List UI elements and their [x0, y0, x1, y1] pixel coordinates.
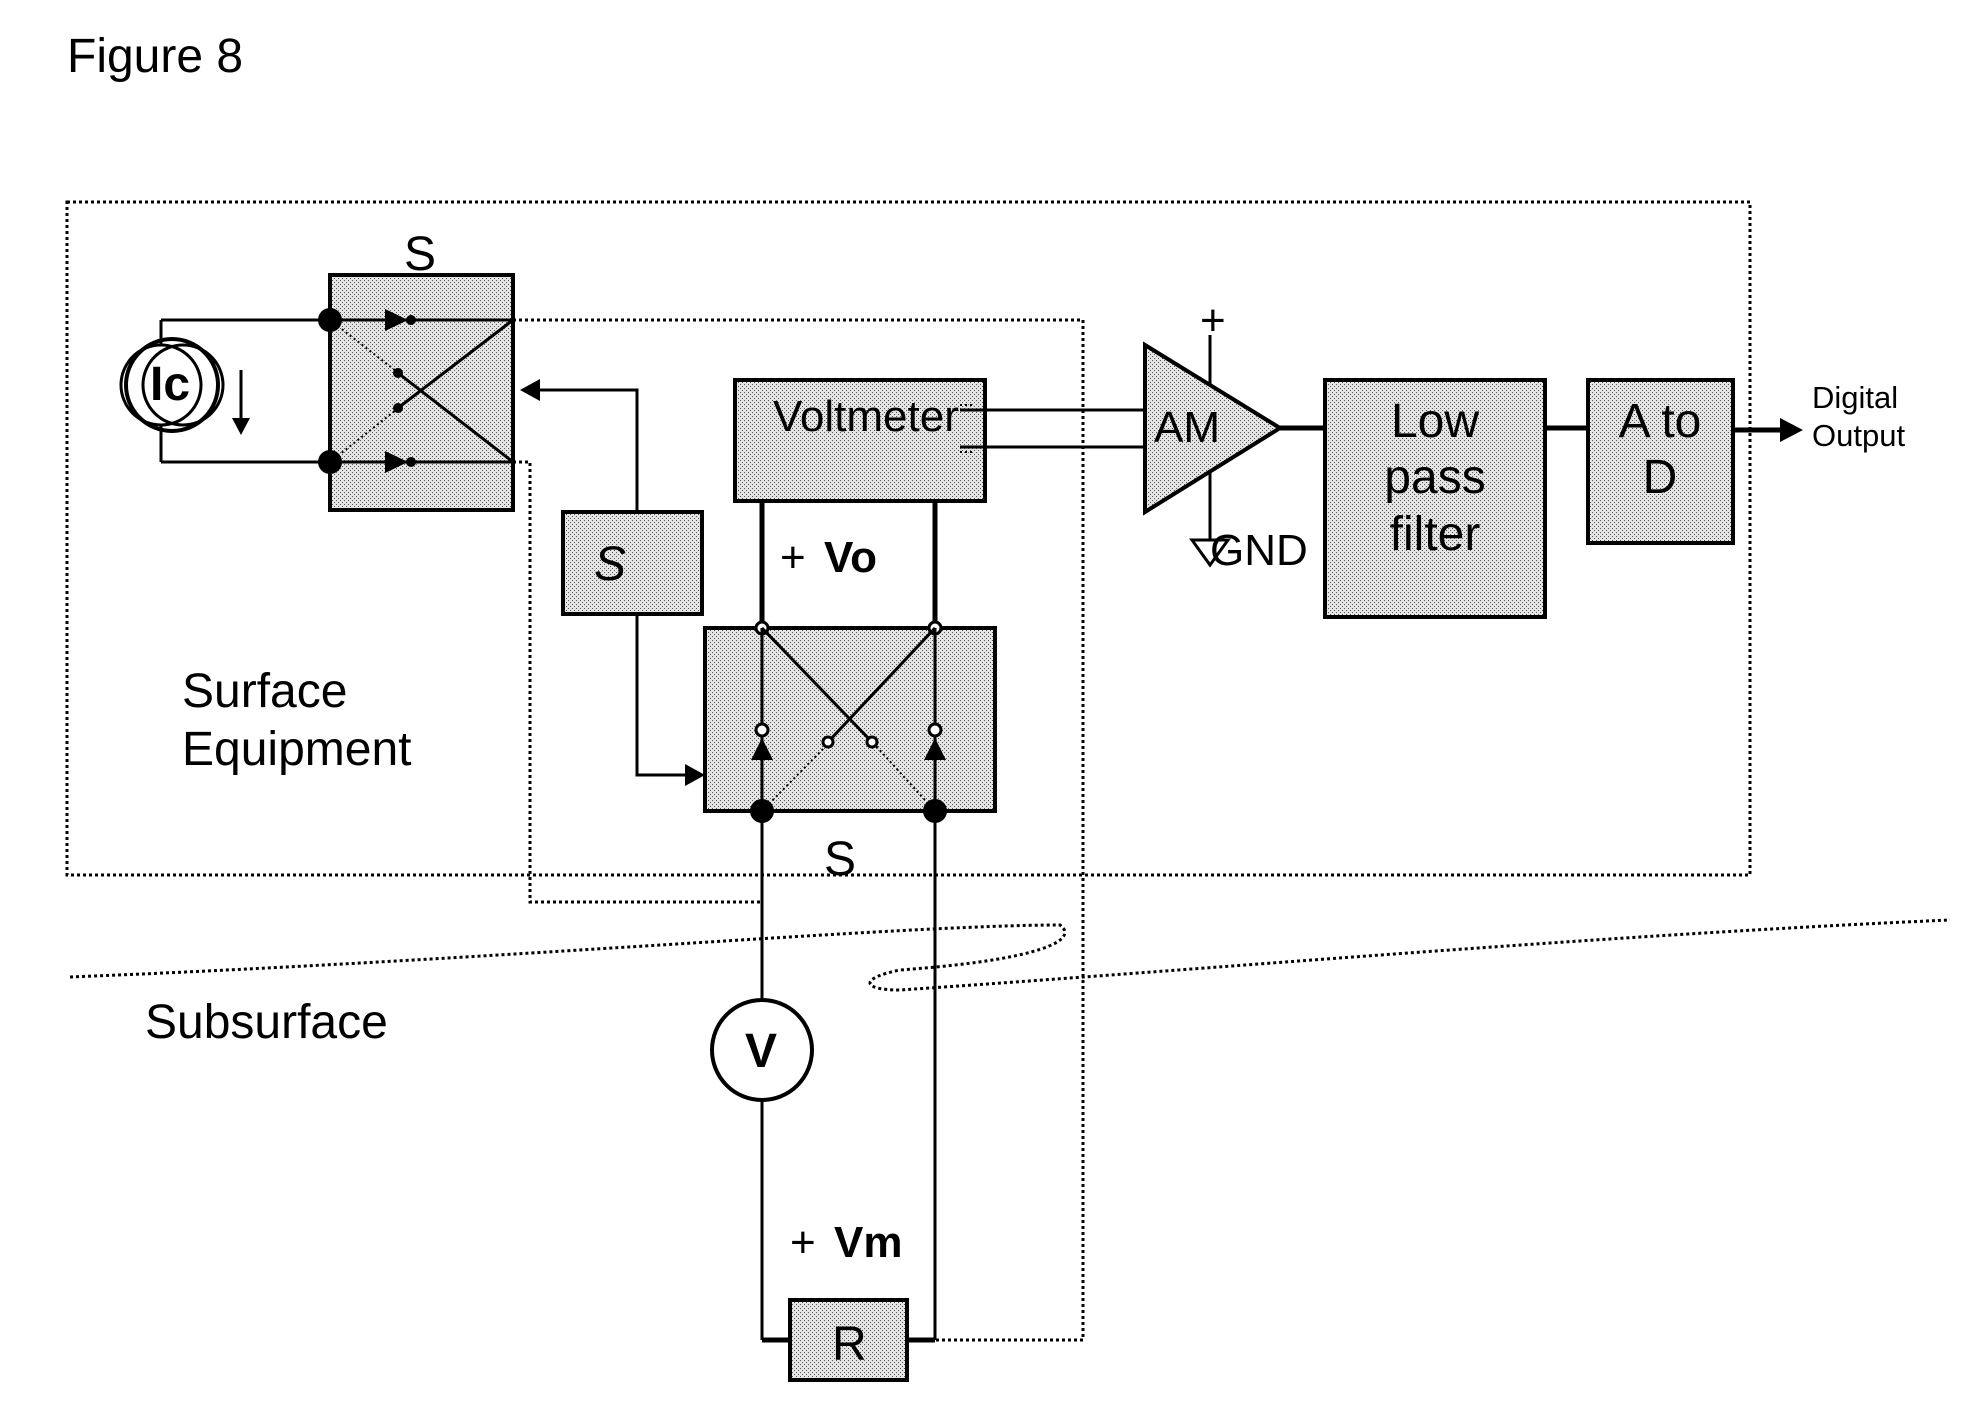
resistor-label: R [832, 1318, 867, 1371]
control-arrow-bottom [685, 764, 705, 786]
vo-label: Vo [824, 533, 877, 582]
amp-plus-label: + [1200, 296, 1226, 345]
control-line-to-bottom-switch [637, 614, 690, 775]
low-pass-filter-line-1: Low [1391, 395, 1479, 448]
digital-output-arrow [1780, 418, 1803, 442]
vo-sign: + [780, 533, 806, 582]
digital-output-line-1: Digital [1812, 380, 1898, 415]
digital-output-line-2: Output [1812, 418, 1905, 453]
surface-label-line-1: Surface [182, 665, 347, 718]
vm-sign: + [790, 1218, 816, 1267]
current-direction-arrow-head [232, 418, 250, 435]
bottom-switch: S [705, 622, 995, 886]
amp-gnd-label: GND [1210, 526, 1308, 575]
ground-surface-line [70, 920, 1950, 990]
bottom-switch-label: S [824, 833, 856, 886]
vm-label: Vm [834, 1218, 902, 1267]
surface-label-line-2: Equipment [182, 723, 411, 776]
current-source-label: Ic [150, 358, 190, 411]
control-arrow-top [520, 379, 540, 401]
low-pass-filter-line-3: filter [1390, 508, 1481, 561]
top-switch-label: S [404, 228, 436, 281]
control-switch [563, 512, 702, 614]
a-to-d-line-2: D [1643, 451, 1678, 504]
current-source: Ic [121, 339, 250, 435]
a-to-d-line-1: A to [1619, 395, 1702, 448]
subsurface-voltage-label: V [745, 1025, 777, 1078]
control-switch-label: S [594, 538, 626, 591]
amplifier-label: AM [1154, 403, 1220, 452]
figure-title: Figure 8 [67, 30, 243, 83]
subsurface-label: Subsurface [145, 996, 388, 1049]
control-line-to-top-switch [535, 390, 637, 512]
top-switch: S [318, 228, 513, 510]
low-pass-filter-line-2: pass [1384, 451, 1485, 504]
voltmeter-label: Voltmeter [773, 392, 959, 441]
